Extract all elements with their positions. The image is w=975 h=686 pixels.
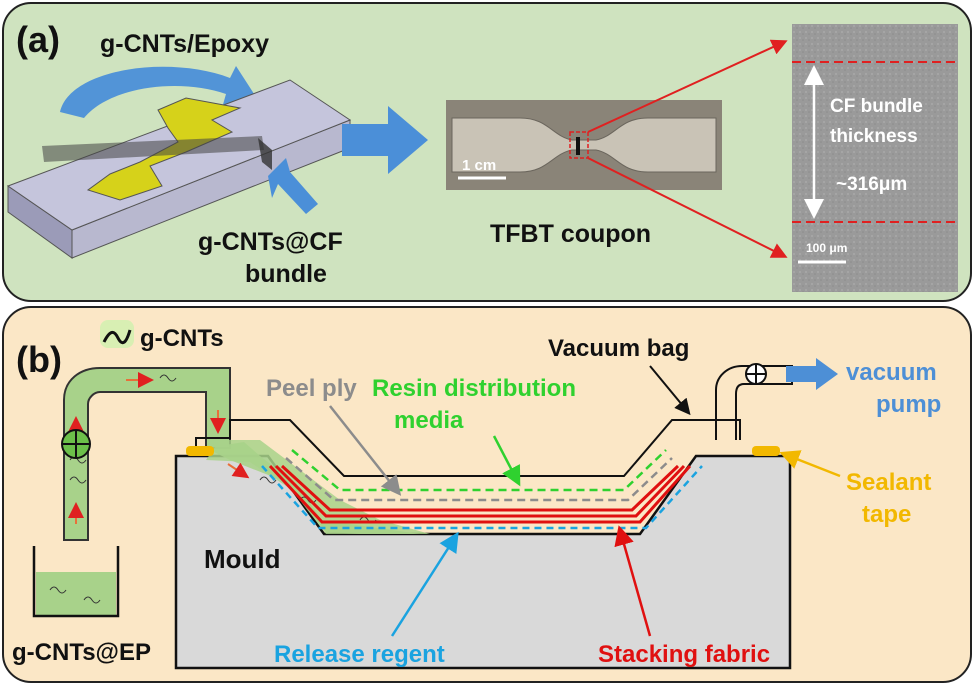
vacuum-pump-label-line2: pump <box>876 391 941 418</box>
bundle-label-line2: bundle <box>245 260 327 288</box>
sealant-label-line2: tape <box>862 501 911 528</box>
vacuum-bag-pointer <box>649 365 691 416</box>
valve-icon <box>61 429 91 459</box>
resin-media-pointer <box>492 435 521 487</box>
zoom-projection-line-top <box>587 39 788 133</box>
panel-b-tag: (b) <box>16 339 62 380</box>
vacuum-pump-label-line1: vacuum <box>846 359 937 386</box>
vacuum-pump-arrow-icon <box>786 358 838 390</box>
tfbt-coupon-photo: 1 cm <box>446 100 722 190</box>
sealant-tape-left <box>186 446 214 456</box>
sealant-tape-right <box>752 446 780 456</box>
sem-label-line2: thickness <box>830 126 918 147</box>
panel-a-tag: (a) <box>16 19 60 60</box>
resin-media-label-line2: media <box>394 407 464 434</box>
coupon-label: TFBT coupon <box>490 220 651 248</box>
vacuum-valve-icon <box>745 363 767 385</box>
resin-label: g-CNTs/Epoxy <box>100 30 269 58</box>
vacuum-bag <box>195 419 741 477</box>
sem-scale-label: 100 μm <box>806 241 847 255</box>
release-agent-pointer <box>390 531 459 637</box>
cnt-legend-label: g-CNTs <box>140 325 224 352</box>
stacking-fabric-layer-3 <box>280 464 680 512</box>
resin-pour-arrow-icon <box>60 66 258 118</box>
stacking-fabric-layer-2 <box>274 464 686 518</box>
sealant-label-line1: Sealant <box>846 469 931 496</box>
vacuum-bag-label: Vacuum bag <box>548 335 689 362</box>
cnt-legend-icon <box>102 329 132 345</box>
stacking-fabric-pointer <box>614 525 652 637</box>
resin-reservoir-beaker <box>32 546 120 618</box>
reservoir-label: g-CNTs@EP <box>12 639 151 666</box>
resin-distribution-media-layer <box>291 449 667 492</box>
stacking-fabric-layer-1 <box>268 464 692 524</box>
release-agent-layer <box>261 465 703 530</box>
peel-ply-pointer <box>329 405 402 496</box>
tfbt-mould-3d <box>6 79 352 259</box>
sealant-pointer <box>779 450 841 478</box>
stacking-fabric-label: Stacking fabric <box>598 641 770 668</box>
mould-label: Mould <box>204 544 281 574</box>
peel-ply-label: Peel ply <box>266 375 357 402</box>
sem-label-line1: CF bundle <box>830 96 923 117</box>
bundle-pointer-arrow-icon <box>268 158 318 214</box>
sem-image: CF bundle thickness ~316μm 100 μm <box>792 24 958 292</box>
zoom-projection-line-bottom <box>587 157 788 258</box>
bundle-label-line1: g-CNTs@CF <box>198 228 343 256</box>
resin-media-label-line1: Resin distribution <box>372 375 576 402</box>
release-agent-label: Release regent <box>274 641 445 668</box>
coupon-zoom-box <box>569 131 589 159</box>
peel-ply-layer <box>285 457 673 502</box>
sem-thickness-value: ~316μm <box>836 174 907 195</box>
process-arrow-icon <box>342 106 428 174</box>
coupon-scale-label: 1 cm <box>462 157 496 174</box>
